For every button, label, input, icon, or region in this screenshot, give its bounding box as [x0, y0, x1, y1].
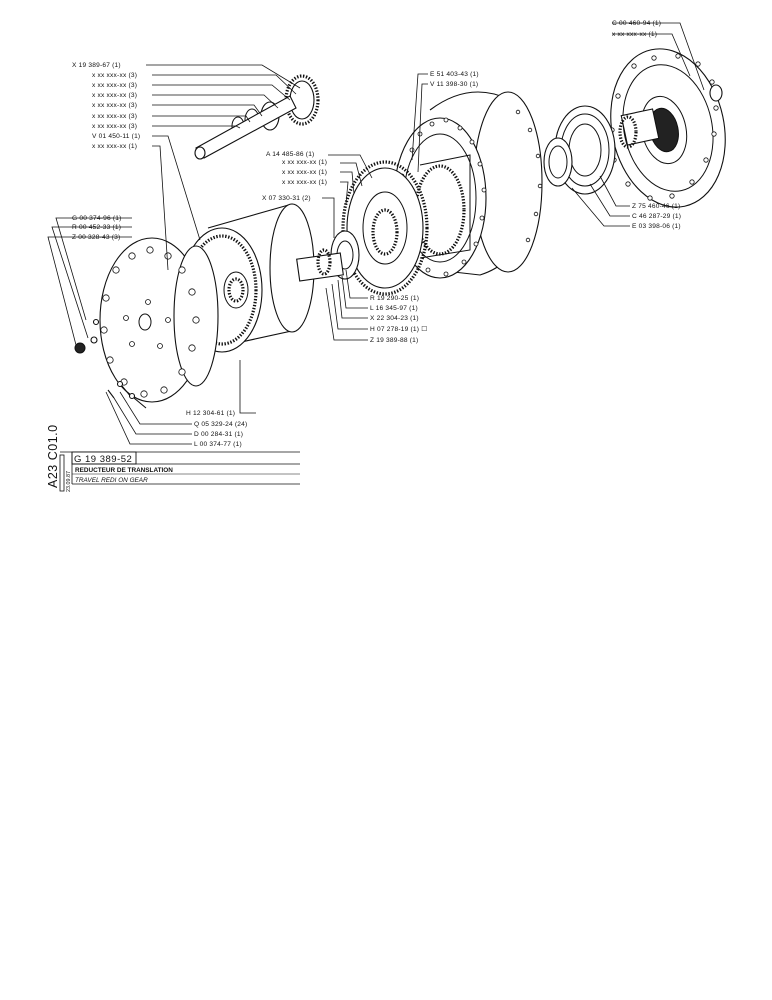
callout-label: Q 05 329-24 (24)	[194, 421, 247, 428]
pinion-gear-part	[194, 74, 320, 160]
callout-label: X 19 389-67 (1)	[72, 62, 121, 69]
title-block-date: 23.09.87	[66, 471, 72, 492]
callout-label: x xx xxx-xx (3)	[92, 92, 137, 99]
callout-label: x xx xxx-xx (1)	[92, 143, 137, 150]
callout-label: C 00 460-94 (1)	[612, 20, 661, 27]
callout-label: x xx xxx-xx (1)	[282, 179, 327, 186]
callout-label: x xx xxx-xx (3)	[92, 72, 137, 79]
callout-label: Z 00 328-43 (3)	[72, 234, 120, 241]
callout-label: Z 19 389-88 (1)	[370, 337, 418, 344]
sheet-side-code: A23 C01.0	[46, 424, 60, 488]
callout-labels: X 19 389-67 (1) x xx xxx-xx (3) x xx xxx…	[72, 20, 681, 448]
title-block-title-en: TRAVEL REDI ON GEAR	[75, 477, 148, 484]
callout-label: R 00 452-33 (1)	[72, 224, 121, 231]
title-block-title-fr: REDUCTEUR DE TRANSLATION	[75, 467, 173, 474]
leader-lines	[47, 22, 705, 445]
callout-label: x xx xxx-xx (3)	[92, 123, 137, 130]
callout-label: E 03 398-06 (1)	[632, 223, 681, 230]
callout-label: x xx xxx-xx (3)	[92, 113, 137, 120]
callout-label: H 12 304-61 (1)	[186, 410, 235, 417]
hub-flange-part	[609, 48, 726, 208]
callout-label: x xx xxx-xx (3)	[92, 102, 137, 109]
callout-label: C 46 287-29 (1)	[632, 213, 681, 220]
callout-label: R 19 290-25 (1)	[370, 295, 419, 302]
title-block-code: G 19 389-52	[74, 454, 132, 465]
callout-label: x xx xxx-xx (3)	[92, 82, 137, 89]
callout-label: L 16 345-97 (1)	[370, 305, 418, 312]
cover-plate-part	[74, 237, 219, 409]
title-block: G 19 389-52 REDUCTEUR DE TRANSLATION TRA…	[59, 451, 300, 492]
callout-label: Z 75 460-46 (1)	[632, 203, 680, 210]
callout-label: L 00 374-77 (1)	[194, 441, 242, 448]
callout-label: X 07 330-31 (2)	[262, 195, 311, 202]
callout-label: X 22 304-23 (1)	[370, 315, 419, 322]
callout-label: D 00 284-31 (1)	[194, 431, 243, 438]
callout-label: V 11 398-30 (1)	[430, 81, 478, 88]
callout-label: V 01 450-11 (1)	[92, 133, 140, 140]
callout-label: x xx xxx-xx (1)	[282, 159, 327, 166]
callout-label: x xx xxx-xx (1)	[612, 31, 657, 38]
callout-label: x xx xxx-xx (1)	[282, 169, 327, 176]
bearing-rings-part	[543, 105, 616, 195]
callout-label: G 00 374-96 (1)	[72, 215, 122, 222]
callout-label: H 07 278-19 (1) ☐	[370, 326, 427, 333]
parts-drawing	[74, 48, 726, 409]
callout-label: A 14 485-86 (1)	[266, 151, 314, 158]
callout-label: E 51 403-43 (1)	[430, 71, 479, 78]
